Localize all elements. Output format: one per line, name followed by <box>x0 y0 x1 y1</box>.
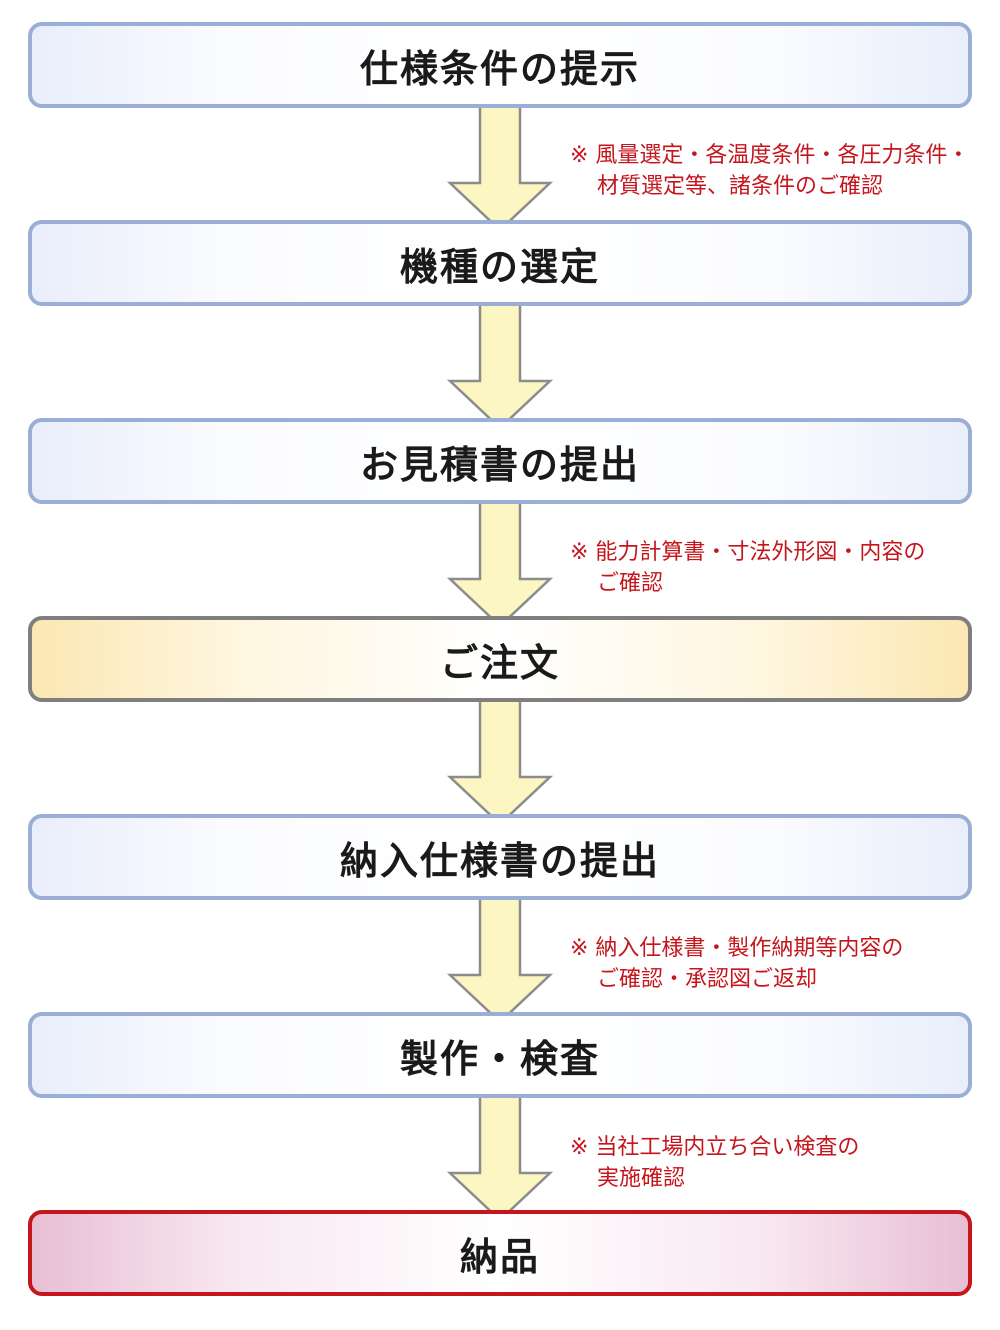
step-model-selection: 機種の選定 <box>28 220 972 306</box>
note-line: ※ 納入仕様書・製作納期等内容の <box>570 936 904 961</box>
step-delivery: 納品 <box>28 1210 972 1296</box>
step-label: 製作・検査 <box>399 1036 600 1081</box>
note-specification-confirmation: ※ 風量選定・各温度条件・各圧力条件・ 材質選定等、諸条件のご確認 <box>570 140 990 202</box>
arrow-down-icon <box>446 896 554 1024</box>
step-label: ご注文 <box>439 640 560 685</box>
step-order: ご注文 <box>28 616 972 702</box>
step-label: 納入仕様書の提出 <box>339 838 660 883</box>
step-specification: 仕様条件の提示 <box>28 22 972 108</box>
note-inspection-confirmation: ※ 当社工場内立ち合い検査の 実施確認 <box>570 1132 990 1194</box>
arrow-down-icon <box>446 104 554 232</box>
note-delivery-spec-confirmation: ※ 納入仕様書・製作納期等内容の ご確認・承認図ご返却 <box>570 933 990 995</box>
arrow-down-icon <box>446 302 554 430</box>
note-line: ご確認 <box>597 571 664 596</box>
arrow-down-icon <box>446 500 554 628</box>
note-line: 材質選定等、諸条件のご確認 <box>597 174 884 199</box>
step-label: お見積書の提出 <box>359 442 640 487</box>
step-label: 納品 <box>459 1234 540 1279</box>
note-line: ※ 能力計算書・寸法外形図・内容の <box>570 540 926 565</box>
step-delivery-specification: 納入仕様書の提出 <box>28 814 972 900</box>
arrow-down-icon <box>446 698 554 826</box>
step-quotation: お見積書の提出 <box>28 418 972 504</box>
note-line: ※ 風量選定・各温度条件・各圧力条件・ <box>570 143 970 168</box>
step-label: 仕様条件の提示 <box>359 46 640 91</box>
note-quotation-confirmation: ※ 能力計算書・寸法外形図・内容の ご確認 <box>570 537 990 599</box>
arrow-down-icon <box>446 1094 554 1222</box>
note-line: ご確認・承認図ご返却 <box>597 967 818 992</box>
note-line: 実施確認 <box>597 1166 686 1191</box>
step-label: 機種の選定 <box>399 244 600 289</box>
note-line: ※ 当社工場内立ち合い検査の <box>570 1135 860 1160</box>
step-manufacturing-inspection: 製作・検査 <box>28 1012 972 1098</box>
